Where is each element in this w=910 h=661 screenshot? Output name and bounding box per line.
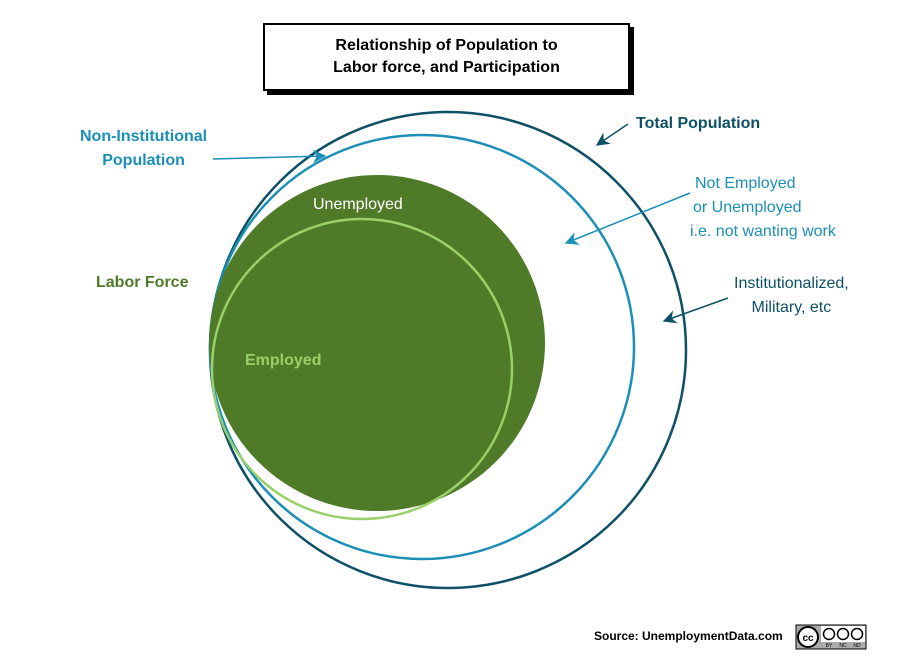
label-not-employed-line-3: i.e. not wanting work bbox=[690, 223, 836, 240]
source-credit: Source: UnemploymentData.com bbox=[594, 629, 783, 643]
cc-logo-text: cc bbox=[802, 633, 814, 644]
badge-nd-text: ND bbox=[853, 643, 861, 649]
cc-logo-icon bbox=[797, 626, 819, 648]
arrow-institutionalized bbox=[662, 297, 729, 324]
arrow-non-institutional bbox=[212, 149, 327, 164]
label-non-institutional-line-2: Population bbox=[102, 152, 185, 169]
title-box: Relationship of Population to Labor forc… bbox=[263, 23, 630, 91]
nd-icon bbox=[850, 627, 864, 641]
title-line-1: Relationship of Population to bbox=[335, 37, 558, 54]
arrow-total-population bbox=[595, 123, 629, 146]
label-not-employed-line-2: or Unemployed bbox=[693, 199, 802, 216]
title-line-2: Labor force, and Participation bbox=[333, 59, 560, 76]
label-total-population: Total Population bbox=[636, 115, 761, 132]
label-unemployed: Unemployed bbox=[313, 196, 403, 213]
by-icon bbox=[822, 627, 836, 641]
label-non-institutional-line-1: Non-Institutional bbox=[80, 128, 208, 145]
label-labor-force: Labor Force bbox=[96, 274, 189, 291]
label-institutionalized-line-1: Institutionalized, bbox=[734, 275, 849, 292]
label-non-institutional: Non-Institutional Population bbox=[80, 125, 207, 173]
nc-icon bbox=[836, 627, 850, 641]
arrow-not-employed bbox=[564, 192, 691, 245]
employed-circle bbox=[210, 217, 514, 521]
label-employed: Employed bbox=[245, 352, 322, 369]
label-institutionalized-line-2: Military, etc bbox=[751, 299, 832, 316]
cc-license-badge: cc BY NC ND bbox=[795, 624, 867, 650]
label-not-employed: Not Employed or Unemployed i.e. not want… bbox=[690, 172, 836, 244]
badge-nc-text: NC bbox=[839, 643, 847, 649]
label-not-employed-line-1: Not Employed bbox=[695, 175, 796, 192]
labor-force-circle bbox=[209, 175, 545, 511]
badge-by-text: BY bbox=[826, 643, 833, 649]
label-institutionalized: Institutionalized, Military, etc bbox=[734, 272, 849, 320]
